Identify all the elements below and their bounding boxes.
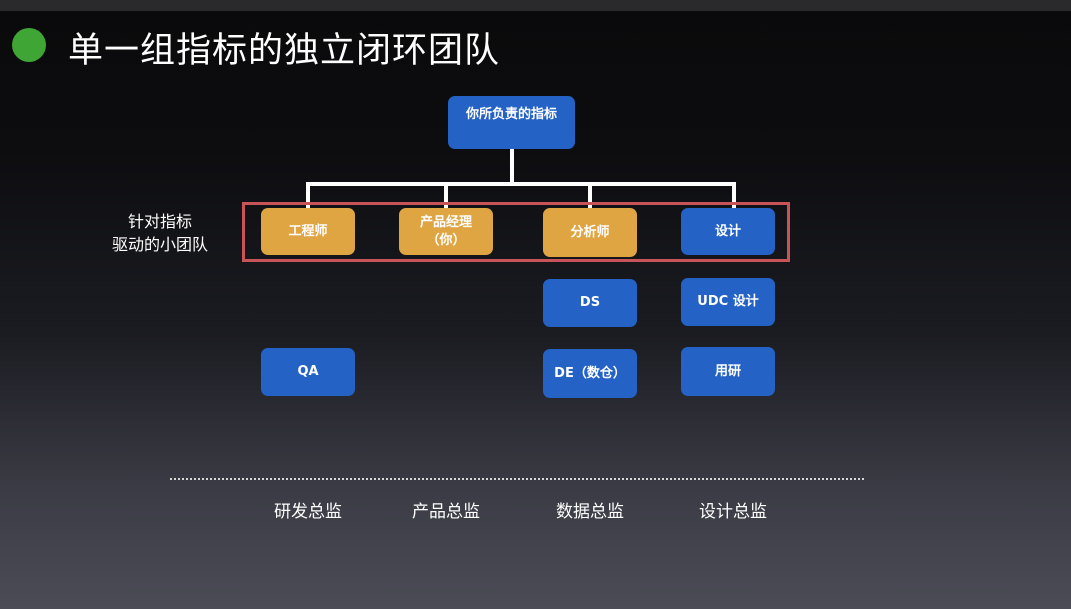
node-qa: QA — [261, 348, 355, 396]
director-divider — [170, 478, 864, 480]
director-design: 设计总监 — [699, 502, 767, 522]
director-data: 数据总监 — [556, 502, 624, 522]
director-engineering: 研发总监 — [274, 502, 342, 522]
team-node-pm: 产品经理 （你） — [399, 208, 493, 255]
connector-analyst — [588, 182, 592, 208]
root-connector — [510, 149, 514, 183]
slide-title: 单一组指标的独立闭环团队 — [68, 31, 501, 71]
top-bar — [0, 0, 1071, 11]
team-node-analyst: 分析师 — [543, 208, 637, 257]
director-product: 产品总监 — [412, 502, 480, 522]
team-node-engineer: 工程师 — [261, 208, 355, 255]
connector-engineer — [306, 182, 310, 208]
branch-connector — [306, 182, 736, 186]
connector-pm — [444, 182, 448, 208]
team-highlight-frame — [242, 202, 790, 262]
node-de: DE（数仓） — [543, 349, 637, 398]
team-node-design: 设计 — [681, 208, 775, 255]
connector-design — [732, 182, 736, 208]
node-udc-design: UDC 设计 — [681, 278, 775, 326]
node-ds: DS — [543, 279, 637, 327]
title-bullet-icon — [12, 28, 46, 62]
root-node: 你所负责的指标 — [448, 96, 575, 149]
team-side-label: 针对指标 驱动的小团队 — [111, 212, 208, 254]
node-user-research: 用研 — [681, 347, 775, 396]
